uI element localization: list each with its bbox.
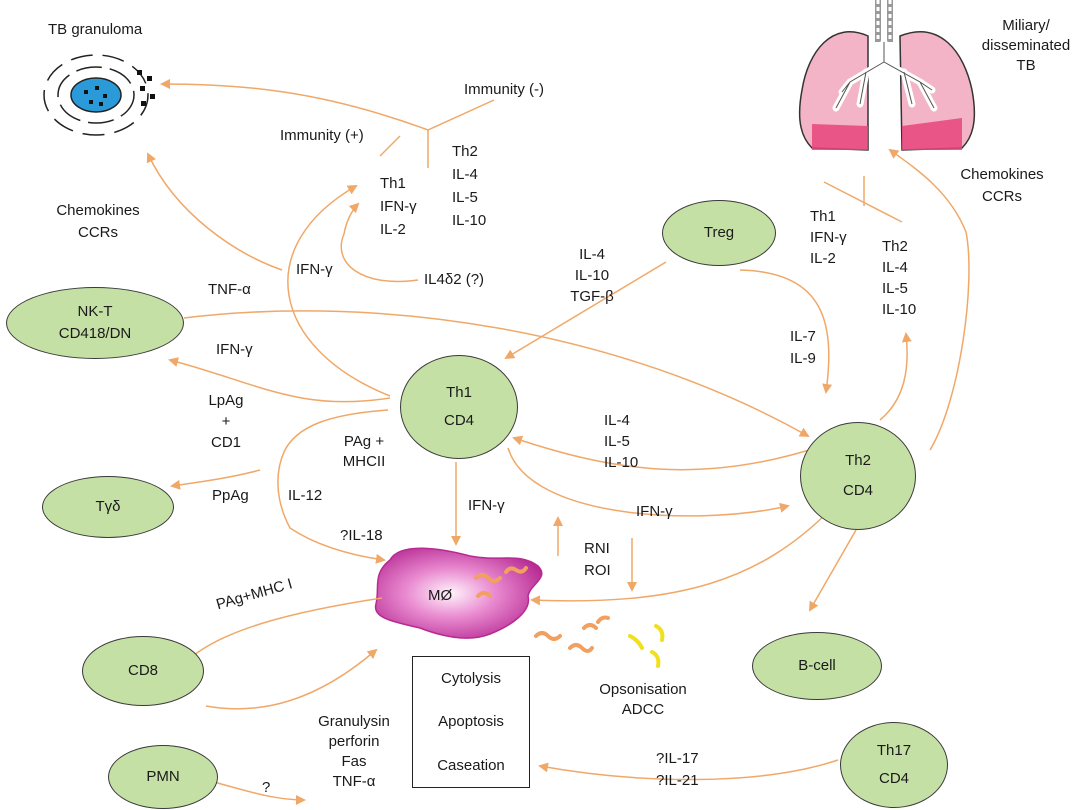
th1-cell: Th1 CD4 <box>400 355 518 459</box>
pmn-cell: PMN <box>108 745 218 809</box>
il18-label: ?IL-18 <box>340 527 383 544</box>
outcome-apoptosis: Apoptosis <box>438 713 504 731</box>
ppag-label: PpAg <box>212 487 249 504</box>
nkt-cell: NK-T CD418/DN <box>6 287 184 359</box>
il4d2-label: IL4δ2 (?) <box>424 271 485 288</box>
immunity-negative-label: Immunity (-) <box>464 81 544 98</box>
th17-cytokine-list: ?IL-17?IL-21 <box>656 750 699 789</box>
granuloma-icon <box>43 54 155 136</box>
lpag-cd1-label: LpAg+CD1 <box>208 392 244 451</box>
unknown-pathway-label: ? <box>262 779 271 796</box>
ifn-gamma-macrophage-label: IFN-γ <box>468 497 505 514</box>
pag-mhcii-label: PAg +MHCII <box>342 433 386 470</box>
ifn-gamma-th2-label: IFN-γ <box>636 503 673 520</box>
lungs-icon <box>798 0 976 151</box>
macrophage-label: MØ <box>428 587 453 604</box>
outcome-cytolysis: Cytolysis <box>440 670 501 688</box>
ifn-gamma-label-nkt: IFN-γ <box>216 341 253 358</box>
b-cell: B-cell <box>752 632 882 700</box>
outcomes-box: Cytolysis Apoptosis Caseation <box>412 656 530 788</box>
opsonised-bacteria-icon <box>628 624 665 668</box>
immunity-positive-label: Immunity (+) <box>280 127 364 144</box>
tb-granuloma-label: TB granuloma <box>48 21 143 38</box>
arrows <box>146 79 970 805</box>
ifn-gamma-label-upper: IFN-γ <box>296 261 333 278</box>
treg-cell: Treg <box>662 200 776 266</box>
bacteria-icon <box>474 566 610 653</box>
il12-label: IL-12 <box>288 487 323 504</box>
th2-cell: Th2 CD4 <box>800 422 916 530</box>
cd8-cell: CD8 <box>82 636 204 706</box>
th17-cell: Th17 CD4 <box>840 722 948 808</box>
tnf-alpha-label: TNF-α <box>208 281 251 298</box>
macrophage-cell <box>374 547 543 639</box>
outcome-caseation: Caseation <box>437 756 505 774</box>
tgd-cell: Tγδ <box>42 476 174 538</box>
